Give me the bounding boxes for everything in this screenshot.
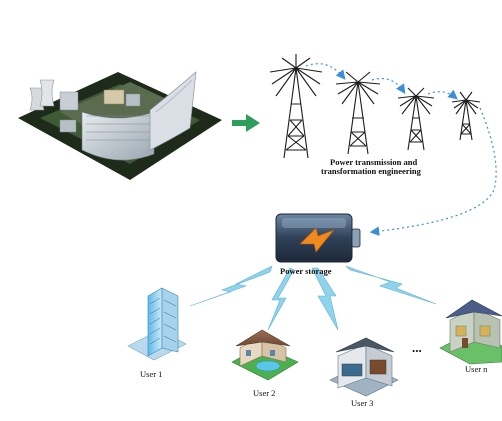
bolt-to-user-n xyxy=(345,265,437,305)
power-storage-label: Power storage xyxy=(280,266,332,276)
user-3-building xyxy=(329,337,399,397)
user-1-label: User 1 xyxy=(140,369,163,379)
transmission-tower-3 xyxy=(397,87,435,151)
bolt-to-user-2 xyxy=(267,267,295,331)
transmission-tower-2 xyxy=(335,71,381,155)
transmission-towers xyxy=(269,54,481,159)
tower-connection-lines xyxy=(305,63,497,236)
user-3-label: User 3 xyxy=(351,398,374,408)
battery-storage-icon xyxy=(275,213,361,263)
bolt-to-user-3 xyxy=(311,267,339,331)
generation-to-transmission-arrow xyxy=(232,114,260,132)
user-2-label: User 2 xyxy=(253,388,276,398)
transmission-label-line-1: Power transmission and xyxy=(330,157,418,167)
power-plant-illustration xyxy=(18,71,222,180)
transmission-tower-1 xyxy=(269,54,323,159)
user-1-building xyxy=(127,287,187,361)
power-distribution-bolts xyxy=(189,265,437,331)
transmission-tower-4 xyxy=(451,91,481,141)
more-users-ellipsis: ... xyxy=(412,340,422,355)
bolt-to-user-1 xyxy=(189,265,273,307)
user-2-building xyxy=(231,329,299,381)
transmission-label-line-2: transformation engineering xyxy=(321,166,421,176)
user-n-building xyxy=(439,299,502,365)
user-n-label: User n xyxy=(465,364,488,374)
